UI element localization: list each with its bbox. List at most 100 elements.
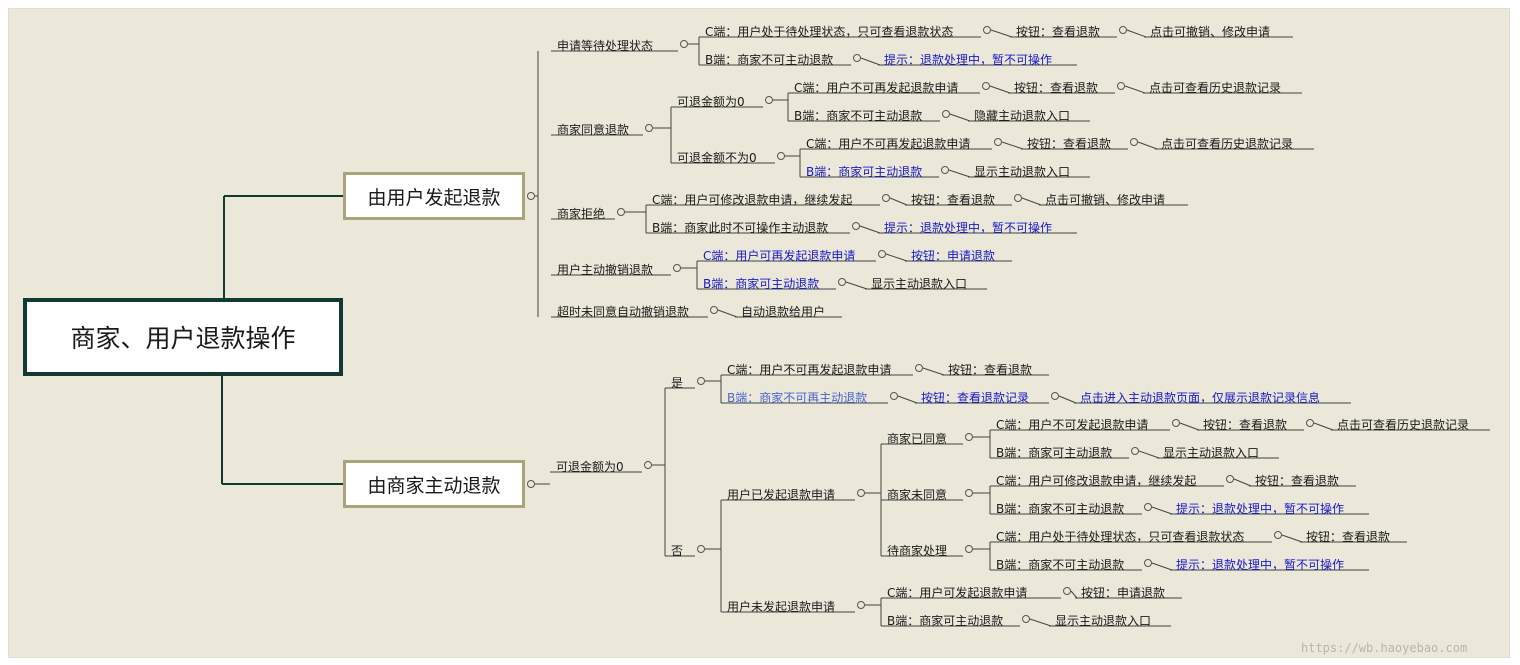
node-u1b-a[interactable]: 提示：退款处理中，暂不可操作 — [884, 53, 1053, 67]
toggle-u5 — [710, 306, 718, 314]
node-my-b2[interactable]: 点击进入主动退款页面，仅展示退款记录信息 — [1080, 391, 1321, 405]
node-m1[interactable]: 可退金额为0 — [556, 460, 624, 474]
toggle-mn1 — [857, 489, 865, 497]
node-my[interactable]: 是 — [671, 376, 684, 390]
fork-u1c_a — [1126, 29, 1147, 38]
node-u3c2[interactable]: 点击可撤销、修改申请 — [1045, 193, 1166, 207]
fork-mn1b_b — [1151, 506, 1173, 515]
node-u5[interactable]: 超时未同意自动撤销退款 — [557, 305, 690, 319]
node-u2a-c2[interactable]: 点击可查看历史退款记录 — [1149, 81, 1282, 95]
node-u2b-b[interactable]: B端：商家可主动退款 — [806, 165, 923, 179]
node-mn1[interactable]: 用户已发起退款申请 — [727, 488, 836, 502]
node-mn1c-b1[interactable]: 提示：退款处理中，暂不可操作 — [1176, 558, 1345, 572]
node-mn1a-b[interactable]: B端：商家可主动退款 — [996, 446, 1113, 460]
toggle-my_b1 — [1051, 392, 1059, 400]
toggle-m1 — [644, 461, 652, 469]
toggle-u4 — [673, 264, 681, 272]
toggle-u1c_a — [1119, 26, 1127, 34]
toggle-u1b — [853, 54, 861, 62]
toggle-mn1a_c1 — [1306, 419, 1314, 427]
toggle-u2a_b — [942, 110, 950, 118]
node-mn1b-c1[interactable]: 按钮：查看退款 — [1255, 474, 1340, 488]
node-mn1a[interactable]: 商家已同意 — [887, 432, 948, 446]
node-my-c1[interactable]: 按钮：查看退款 — [948, 363, 1033, 377]
node-mn2-b[interactable]: B端：商家可主动退款 — [887, 614, 1004, 628]
node-u4c1[interactable]: 按钮：申请退款 — [911, 249, 996, 263]
node-mn2[interactable]: 用户未发起退款申请 — [727, 600, 836, 614]
fork-u1c — [990, 29, 1013, 38]
node-my-c[interactable]: C端：用户不可再发起退款申请 — [727, 363, 892, 377]
node-my-b[interactable]: B端：商家不可再主动退款 — [727, 391, 868, 405]
node-u1b[interactable]: B端：商家不可主动退款 — [705, 53, 834, 67]
toggle-u1 — [680, 40, 688, 48]
node-mn1b-c[interactable]: C端：用户可修改退款申请，继续发起 — [996, 474, 1197, 488]
node-u2a-b[interactable]: B端：商家不可主动退款 — [794, 109, 923, 123]
toggle-branch-user — [527, 192, 535, 200]
fork-u5 — [717, 309, 738, 318]
node-u1c-b[interactable]: 点击可撤销、修改申请 — [1150, 25, 1271, 39]
node-mn2-b1[interactable]: 显示主动退款入口 — [1055, 614, 1152, 628]
fork-mn1a_b — [1138, 450, 1160, 459]
node-u2b-c[interactable]: C端：用户不可再发起退款申请 — [806, 137, 971, 151]
node-u2b-c1[interactable]: 按钮：查看退款 — [1027, 137, 1112, 151]
node-mn1a-c1[interactable]: 按钮：查看退款 — [1203, 418, 1288, 432]
node-mn1c-b[interactable]: B端：商家不可主动退款 — [996, 558, 1125, 572]
fork-u3c1 — [1021, 197, 1042, 206]
node-u3c1[interactable]: 按钮：查看退款 — [911, 193, 996, 207]
node-mn1a-c2[interactable]: 点击可查看历史退款记录 — [1337, 418, 1470, 432]
node-mn1a-b1[interactable]: 显示主动退款入口 — [1163, 446, 1260, 460]
node-u3[interactable]: 商家拒绝 — [557, 207, 606, 221]
toggle-mn — [697, 545, 705, 553]
node-mn1b-b[interactable]: B端：商家不可主动退款 — [996, 502, 1125, 516]
node-u3b1[interactable]: 提示：退款处理中，暂不可操作 — [884, 221, 1053, 235]
node-u4c[interactable]: C端：用户可再发起退款申请 — [703, 249, 856, 263]
fork-u2a_b — [949, 113, 971, 122]
fork-u3b — [859, 225, 881, 234]
fork-mn1a_c — [1179, 422, 1200, 431]
node-mn1c[interactable]: 待商家处理 — [887, 544, 948, 558]
toggle-u2 — [645, 124, 653, 132]
mindmap-canvas: 商家、用户退款操作 由用户发起退款 由商家主动退款 申请等待处理状态 C端：用户处… — [8, 8, 1510, 658]
toggle-my — [697, 377, 705, 385]
root-node[interactable]: 商家、用户退款操作 — [23, 298, 343, 376]
node-u4b1[interactable]: 显示主动退款入口 — [871, 277, 968, 291]
node-mn1c-c1[interactable]: 按钮：查看退款 — [1306, 530, 1391, 544]
node-u2a-b1[interactable]: 隐藏主动退款入口 — [974, 109, 1071, 123]
connector-lines — [221, 26, 1490, 627]
toggle-branch-merchant — [527, 480, 535, 488]
node-u1[interactable]: 申请等待处理状态 — [557, 39, 654, 53]
node-u3b[interactable]: B端：商家此时不可操作主动退款 — [652, 221, 829, 235]
node-mn1c-c[interactable]: C端：用户处于待处理状态，只可查看退款状态 — [996, 530, 1245, 544]
node-mn2-c[interactable]: C端：用户可发起退款申请 — [887, 586, 1028, 600]
fork-mn2_c — [1070, 590, 1078, 599]
branch-user-initiated[interactable]: 由用户发起退款 — [343, 172, 525, 220]
node-u2a[interactable]: 可退金额为0 — [677, 95, 745, 109]
node-mn1b[interactable]: 商家未同意 — [887, 488, 948, 502]
node-u2a-c[interactable]: C端：用户不可再发起退款申请 — [794, 81, 959, 95]
node-u3c[interactable]: C端：用户可修改退款申请，继续发起 — [652, 193, 853, 207]
node-u4b[interactable]: B端：商家可主动退款 — [703, 277, 820, 291]
fork-mn1b_c — [1233, 478, 1252, 487]
toggle-u2a_c1 — [1117, 82, 1125, 90]
node-u1c-a[interactable]: 按钮：查看退款 — [1016, 25, 1101, 39]
node-u2b-c2[interactable]: 点击可查看历史退款记录 — [1161, 137, 1294, 151]
node-u4[interactable]: 用户主动撤销退款 — [557, 263, 654, 277]
node-u5a[interactable]: 自动退款给用户 — [741, 305, 826, 319]
toggle-u1c — [983, 26, 991, 34]
toggle-mn2_b — [1022, 615, 1030, 623]
node-u2b-b1[interactable]: 显示主动退款入口 — [974, 165, 1071, 179]
node-u2[interactable]: 商家同意退款 — [557, 123, 630, 137]
fork-u1b — [860, 57, 881, 66]
node-u1c[interactable]: C端：用户处于待处理状态，只可查看退款状态 — [705, 25, 954, 39]
node-u2b[interactable]: 可退金额不为0 — [677, 151, 757, 165]
node-mn2-c1[interactable]: 按钮：申请退款 — [1081, 586, 1166, 600]
node-mn[interactable]: 否 — [671, 544, 684, 558]
node-my-b1[interactable]: 按钮：查看退款记录 — [921, 391, 1030, 405]
node-mn1a-c[interactable]: C端：用户不可发起退款申请 — [996, 418, 1149, 432]
node-mn1b-b1[interactable]: 提示：退款处理中，暂不可操作 — [1176, 502, 1345, 516]
branch-merchant-initiated[interactable]: 由商家主动退款 — [343, 460, 525, 508]
toggle-u2b_b — [941, 166, 949, 174]
fork-u4c — [885, 253, 908, 262]
node-u2a-c1[interactable]: 按钮：查看退款 — [1014, 81, 1099, 95]
toggle-mn1c — [965, 545, 973, 553]
